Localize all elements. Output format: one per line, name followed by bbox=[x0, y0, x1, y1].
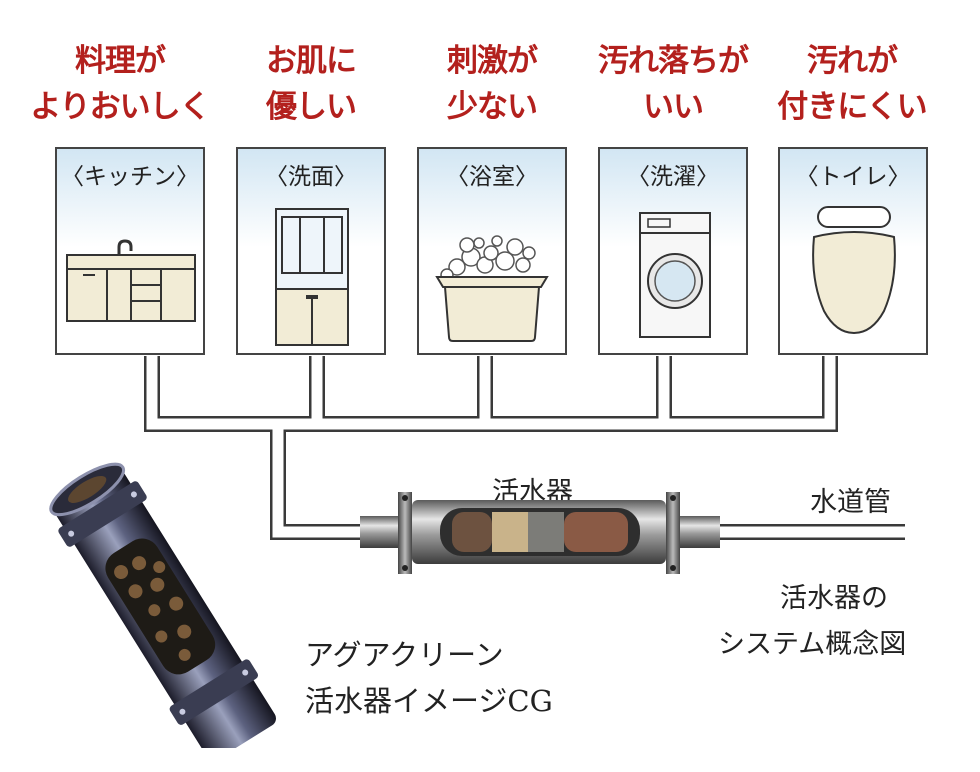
benefit-bathroom: 刺激が 少ない bbox=[397, 38, 587, 130]
kitchen-sink-icon bbox=[66, 239, 196, 322]
toilet-icon bbox=[812, 206, 896, 335]
benefit-kitchen: 料理が よりおいしく bbox=[25, 38, 215, 130]
room-kitchen: 〈キッチン〉 bbox=[55, 147, 205, 355]
water-main-label: 水道管 bbox=[810, 487, 891, 518]
benefit-kitchen-line2: よりおいしく bbox=[30, 89, 210, 125]
room-bathroom-label: 〈浴室〉 bbox=[446, 164, 538, 190]
benefit-washroom-line1: お肌に bbox=[266, 43, 357, 79]
benefit-bathroom-line1: 刺激が bbox=[447, 43, 538, 79]
cg-caption-line2: 活水器イメージCG bbox=[305, 684, 553, 718]
room-washroom: 〈洗面〉 bbox=[236, 147, 386, 355]
room-kitchen-label: 〈キッチン〉 bbox=[61, 164, 199, 190]
room-toilet-label: 〈トイレ〉 bbox=[795, 164, 911, 190]
cg-caption: アグアクリーン 活水器イメージCG bbox=[305, 632, 553, 724]
room-bathroom: 〈浴室〉 bbox=[417, 147, 567, 355]
system-caption-line2: システム概念図 bbox=[718, 629, 907, 660]
bathtub-icon bbox=[435, 235, 549, 342]
benefit-washroom-line2: 優しい bbox=[266, 89, 357, 125]
washing-machine-icon bbox=[639, 212, 711, 338]
aguaclean-cg-image bbox=[49, 462, 276, 748]
room-laundry: 〈洗濯〉 bbox=[598, 147, 748, 355]
cg-caption-line1: アグアクリーン bbox=[305, 638, 504, 672]
room-laundry-label: 〈洗濯〉 bbox=[627, 164, 719, 190]
benefit-laundry-line1: 汚れ落ちが bbox=[598, 43, 749, 79]
system-caption-line1: 活水器の bbox=[780, 583, 888, 614]
benefit-toilet-line1: 汚れが bbox=[807, 43, 898, 79]
washstand-icon bbox=[275, 208, 349, 346]
benefit-toilet: 汚れが 付きにくい bbox=[757, 38, 947, 130]
filter-media bbox=[452, 512, 628, 552]
benefit-bathroom-line2: 少ない bbox=[447, 89, 538, 125]
benefit-laundry-line2: いい bbox=[643, 89, 704, 125]
room-toilet: 〈トイレ〉 bbox=[778, 147, 928, 355]
system-caption: 活水器の システム概念図 bbox=[718, 576, 906, 668]
room-washroom-label: 〈洗面〉 bbox=[265, 164, 357, 190]
benefit-laundry: 汚れ落ちが いい bbox=[578, 38, 768, 130]
benefit-kitchen-line1: 料理が bbox=[75, 43, 166, 79]
benefit-washroom: お肌に 優しい bbox=[216, 38, 406, 130]
benefit-toilet-line2: 付きにくい bbox=[777, 89, 927, 125]
